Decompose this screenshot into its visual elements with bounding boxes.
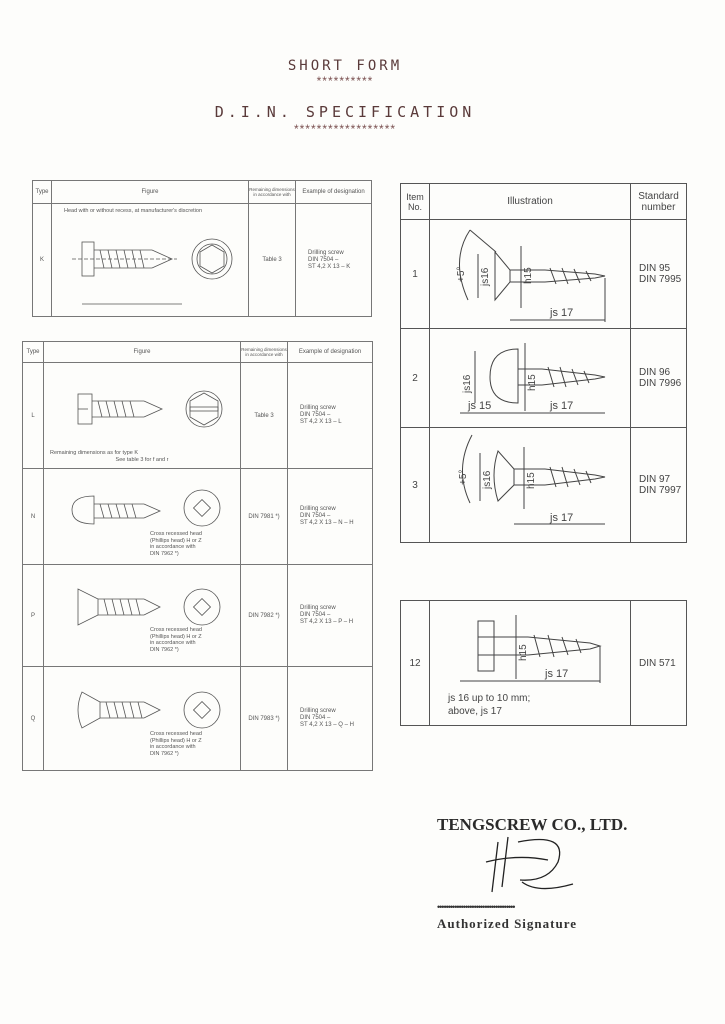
title-din-spec: D.I.N. SPECIFICATION (214, 103, 476, 121)
dimension-note: js 16 up to 10 mm;above, js 17 (448, 692, 531, 717)
type-cell: L (22, 362, 44, 469)
head-note: Cross recessed head(Phillips head) H or … (150, 531, 202, 557)
hex-drilling-screw-drawing (72, 238, 233, 305)
figure-cell: Cross recessed head(Phillips head) H or … (43, 468, 241, 565)
slotted-hex-screw-drawing (77, 390, 223, 428)
ref-cell: DIN 7982 *) (240, 564, 288, 667)
header-figure: Figure (51, 180, 249, 204)
figure-cell: Head with or without recess, at manufact… (51, 203, 249, 317)
illustration-cell: h15 js 17 js 16 up to 10 mm;above, js 17 (429, 600, 631, 726)
figure-note: Remaining dimensions as for type K (50, 450, 139, 456)
authorized-signature-label: Authorized Signature (437, 916, 578, 931)
svg-text:h15: h15 (523, 267, 534, 284)
svg-text:js 17: js 17 (549, 512, 573, 524)
header-figure: Figure (43, 341, 241, 363)
ref-cell: Table 3 (248, 203, 296, 317)
svg-text:js16: js16 (482, 470, 493, 490)
table-row: N Cross recessed head(Phillips head) H o… (22, 468, 373, 565)
ref-cell: DIN 7981 *) (240, 468, 288, 565)
illustration-cell: js16 h15 js 15 js 17 (429, 328, 631, 428)
item-number: 2 (400, 328, 430, 428)
header-designation: Example of designation (295, 180, 372, 204)
header-type: Type (22, 341, 44, 363)
figure-cell: Cross recessed head(Phillips head) H or … (43, 666, 241, 771)
handwritten-signature (485, 836, 574, 893)
illustration-cell: +5° js16 h15 js 17 (429, 427, 631, 543)
svg-text:js16: js16 (480, 267, 491, 287)
svg-text:h15: h15 (527, 374, 538, 391)
item-number: 12 (400, 600, 430, 726)
svg-text:h15: h15 (518, 643, 529, 660)
header-remaining: Remaining dimensions in accordance with (248, 180, 296, 204)
figure-note: Head with or without recess, at manufact… (64, 208, 202, 214)
company-name: TENGSCREW CO., LTD. (437, 815, 628, 834)
stars-divider: ********** (316, 74, 374, 88)
header-type: Type (32, 180, 52, 204)
table-row: P Cross recessed head(Phillips head) H o… (22, 564, 373, 667)
title-short-form: SHORT FORM (287, 58, 403, 74)
hex-wood-screw-drawing: h15 js 17 (460, 614, 602, 683)
svg-text:+5°: +5° (458, 469, 469, 484)
svg-text:js 15: js 15 (467, 400, 491, 412)
round-head-wood-screw-drawing: js16 h15 js 15 js 17 (460, 343, 606, 414)
ref-cell: DIN 7983 *) (240, 666, 288, 771)
signature-line: •••••••••••••••••••••••••••••••••••• (437, 902, 515, 912)
standard-cell: DIN 571 (630, 600, 687, 726)
item-number: 1 (400, 219, 430, 329)
pan-head-screw-drawing (71, 489, 221, 526)
type-cell: P (22, 564, 44, 667)
table-row: L Remaining dimensions as for type K See… (22, 362, 373, 469)
header-standard: Standard number (630, 183, 687, 220)
item-number: 3 (400, 427, 430, 543)
table-row: K Head with or without recess, at manufa… (32, 203, 372, 317)
ref-cell: Table 3 (240, 362, 288, 469)
svg-text:js 17: js 17 (549, 307, 573, 319)
svg-text:js16: js16 (462, 374, 473, 394)
type-cell: Q (22, 666, 44, 771)
figure-cell: Remaining dimensions as for type K See t… (43, 362, 241, 469)
header-item: Item No. (400, 183, 430, 220)
svg-text:js 17: js 17 (549, 400, 573, 412)
figure-cell: Cross recessed head(Phillips head) H or … (43, 564, 241, 667)
stars-divider: ****************** (293, 122, 397, 136)
table-row: 12 h15 js 17 js 16 up to 10 mm;above, js … (400, 600, 687, 726)
header-illustration: Illustration (429, 183, 631, 220)
raised-countersunk-wood-screw-drawing: +5° js16 h15 js 17 (458, 434, 606, 524)
table-item-12: 12 h15 js 17 js 16 up to 10 mm;above, js … (400, 600, 687, 726)
head-note: Cross recessed head(Phillips head) H or … (150, 627, 202, 653)
type-cell: K (32, 203, 52, 317)
header-remaining: Remaining dimensions in accordance with (240, 341, 288, 363)
svg-text:js 17: js 17 (544, 668, 568, 680)
svg-text:h15: h15 (526, 471, 537, 488)
head-note: Cross recessed head(Phillips head) H or … (150, 731, 202, 757)
raised-countersunk-screw-drawing (77, 690, 221, 729)
figure-note: See table 3 for f and r (115, 456, 169, 463)
header-designation: Example of designation (287, 341, 373, 363)
table-row: Q Cross recessed head(Phillips head) H o… (22, 666, 373, 771)
countersunk-screw-drawing (77, 587, 221, 626)
svg-text:+5°: +5° (456, 267, 467, 282)
type-cell: N (22, 468, 44, 565)
countersunk-wood-screw-drawing: +5° js16 h15 js 17 (456, 229, 606, 322)
illustration-cell: +5° js16 h15 js 17 (429, 219, 631, 329)
